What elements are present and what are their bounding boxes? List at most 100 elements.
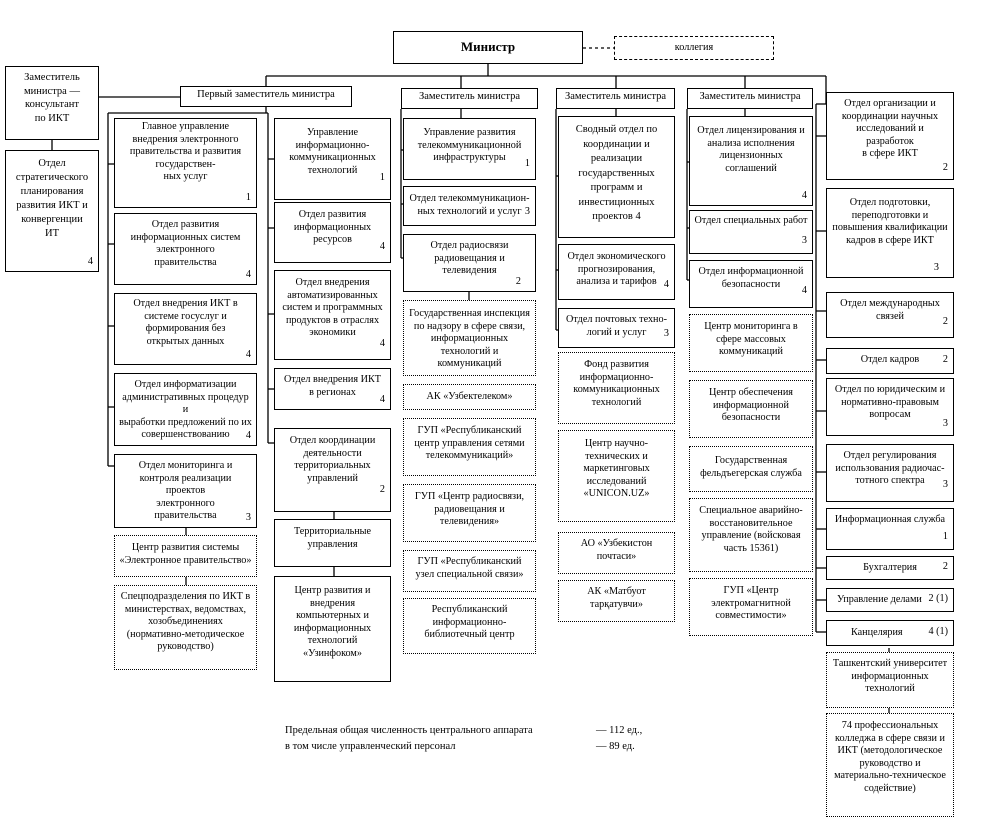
c3-1-label: Управление развития телекоммуникационной…	[417, 127, 522, 164]
c6-4-label: Отдел кадров	[860, 354, 920, 365]
c1-3-box: Отдел внедрения ИКТ в системе госуслуг и…	[114, 293, 257, 365]
c5-4-box: Центр мониторинга в сфере массовых комму…	[689, 314, 813, 372]
c4-3-label: Отдел почтовых техно- логий и услуг	[566, 314, 667, 338]
c6-2-num: 3	[933, 262, 939, 274]
c6-7-num: 1	[942, 531, 948, 543]
c5-3-num: 4	[801, 285, 807, 297]
c6-1-label: Отдел организации и координации научных …	[841, 98, 939, 160]
c1-5-box: Отдел мониторинга и контроля реализации …	[114, 454, 257, 528]
c6-6-box: Отдел регулирования использования радиоч…	[826, 444, 954, 502]
c6-5-label: Отдел по юридическим и нормативно-правов…	[834, 384, 946, 421]
c2-7-label: Центр развития и внедрения компьютерных …	[293, 585, 372, 659]
deputy4-box: Заместитель министра	[687, 88, 813, 109]
footer-line1-label: Предельная общая численность центральног…	[285, 725, 533, 736]
c4-4-label: Фонд развития информационно- коммуникаци…	[573, 359, 660, 408]
c5-3-label: Отдел информационной безопасности	[698, 266, 804, 290]
c3-5-box: АК «Узбектелеком»	[403, 384, 536, 410]
c3-4-label: Государственная инспекция по надзору в с…	[409, 308, 530, 370]
c3-2-label: Отдел телекоммуникацион- ных технологий …	[409, 193, 530, 217]
c1-7-box: Спецподразделения по ИКТ в министерствах…	[114, 585, 257, 670]
c3-3-label: Отдел радиосвязи радиовещания и телевиде…	[430, 240, 509, 277]
collegium-box: коллегия	[614, 36, 774, 60]
c2-6-label: Территориальные управления	[293, 526, 372, 550]
first-deputy-box: Первый заместитель министра	[180, 86, 352, 107]
c4-4-box: Фонд развития информационно- коммуникаци…	[558, 352, 675, 424]
c6-3-label: Отдел международных связей	[840, 298, 940, 322]
deputy-consultant-label: Заместитель министра — консультант по ИК…	[24, 72, 80, 124]
c6-11-label: Ташкентский университет информационных т…	[832, 658, 948, 695]
c6-10-label: Канцелярия	[851, 627, 903, 638]
c6-9-num: 2 (1)	[928, 593, 948, 605]
c4-1-label: Сводный отдел по координации и реализаци…	[575, 124, 658, 222]
c1-4-label: Отдел информатизации административных пр…	[119, 379, 252, 441]
c4-3-num: 3	[663, 328, 669, 340]
c5-2-num: 3	[801, 235, 807, 247]
c6-4-box: Отдел кадров 2	[826, 348, 954, 374]
c2-3-num: 4	[379, 338, 385, 350]
deputy2-box: Заместитель министра	[401, 88, 538, 109]
minister-box: Министр	[393, 31, 583, 64]
c3-9-box: Республиканский информационно- библиотеч…	[403, 598, 536, 654]
c1-6-label: Центр развития системы «Электронное прав…	[119, 542, 252, 566]
c2-5-box: Отдел координации деятельности территори…	[274, 428, 391, 512]
c1-2-num: 4	[245, 269, 251, 281]
c2-2-label: Отдел развития информационных ресурсов	[293, 209, 372, 246]
c3-3-num: 2	[515, 276, 521, 288]
c6-4-num: 2	[942, 354, 948, 366]
c1-3-label: Отдел внедрения ИКТ в системе госуслуг и…	[133, 298, 238, 347]
c2-6-box: Территориальные управления	[274, 519, 391, 567]
c6-10-num: 4 (1)	[928, 626, 948, 638]
c3-6-label: ГУП «Республиканский центр управления се…	[414, 425, 525, 462]
footer-line2-label: в том числе управленческий персонал	[285, 741, 456, 752]
first-deputy-label: Первый заместитель министра	[197, 89, 335, 100]
collegium-label: коллегия	[674, 42, 714, 53]
c5-5-box: Центр обеспечения информационной безопас…	[689, 380, 813, 438]
c3-7-label: ГУП «Центр радиосвязи, радиовещания и те…	[414, 491, 525, 528]
c5-8-label: ГУП «Центр электромагнитной совместимост…	[711, 585, 791, 622]
c2-5-label: Отдел координации деятельности территори…	[289, 435, 376, 484]
c2-3-label: Отдел внедрения автоматизированных систе…	[282, 277, 383, 339]
c3-4-box: Государственная инспекция по надзору в с…	[403, 300, 536, 376]
c5-1-box: Отдел лицензирования и анализа исполнени…	[689, 116, 813, 206]
c1-1-label: Главное управление внедрения электронног…	[129, 121, 242, 183]
deputy4-label: Заместитель министра	[699, 91, 801, 102]
c1-2-box: Отдел развития информационных систем эле…	[114, 213, 257, 285]
c6-12-label: 74 профессиональных колледжа в сфере свя…	[834, 720, 946, 794]
c3-2-num: 3	[524, 206, 530, 218]
c5-7-box: Специальное аварийно- восстановительное …	[689, 498, 813, 572]
c1-5-label: Отдел мониторинга и контроля реализации …	[138, 460, 233, 522]
c5-8-box: ГУП «Центр электромагнитной совместимост…	[689, 578, 813, 636]
c4-2-label: Отдел экономического прогнозирования, ан…	[567, 251, 666, 288]
c5-2-box: Отдел специальных работ 3	[689, 210, 813, 254]
c5-1-label: Отдел лицензирования и анализа исполнени…	[697, 125, 805, 174]
c6-2-label: Отдел подготовки, переподготовки и повыш…	[832, 197, 948, 246]
c5-5-label: Центр обеспечения информационной безопас…	[709, 387, 793, 424]
c1-4-box: Отдел информатизации административных пр…	[114, 373, 257, 446]
c3-1-box: Управление развития телекоммуникационной…	[403, 118, 536, 180]
c6-6-num: 3	[942, 479, 948, 491]
c4-6-label: АО «Узбекистон почтаси»	[580, 538, 653, 562]
c6-8-num: 2	[942, 561, 948, 573]
c1-5-num: 3	[245, 512, 251, 524]
minister-label: Министр	[460, 39, 516, 54]
c1-6-box: Центр развития системы «Электронное прав…	[114, 535, 257, 577]
c4-7-label: АК «Матбуот тарқатувчи»	[587, 586, 646, 610]
c2-1-num: 1	[379, 172, 385, 184]
c1-2-label: Отдел развития информационных систем эле…	[130, 219, 241, 268]
c5-4-label: Центр мониторинга в сфере массовых комму…	[704, 321, 798, 358]
c6-5-num: 3	[942, 418, 948, 430]
c5-2-label: Отдел специальных работ	[694, 215, 808, 226]
c4-5-label: Центр научно- технических и маркетинговы…	[583, 438, 650, 500]
deputy2-label: Заместитель министра	[418, 91, 521, 102]
c1-1-box: Главное управление внедрения электронног…	[114, 118, 257, 208]
c6-10-box: Канцелярия 4 (1)	[826, 620, 954, 646]
c4-7-box: АК «Матбуот тарқатувчи»	[558, 580, 675, 622]
c6-1-num: 2	[942, 162, 948, 174]
c3-5-label: АК «Узбектелеком»	[426, 391, 513, 402]
footer-line2-value: — 89 ед.	[596, 741, 635, 752]
